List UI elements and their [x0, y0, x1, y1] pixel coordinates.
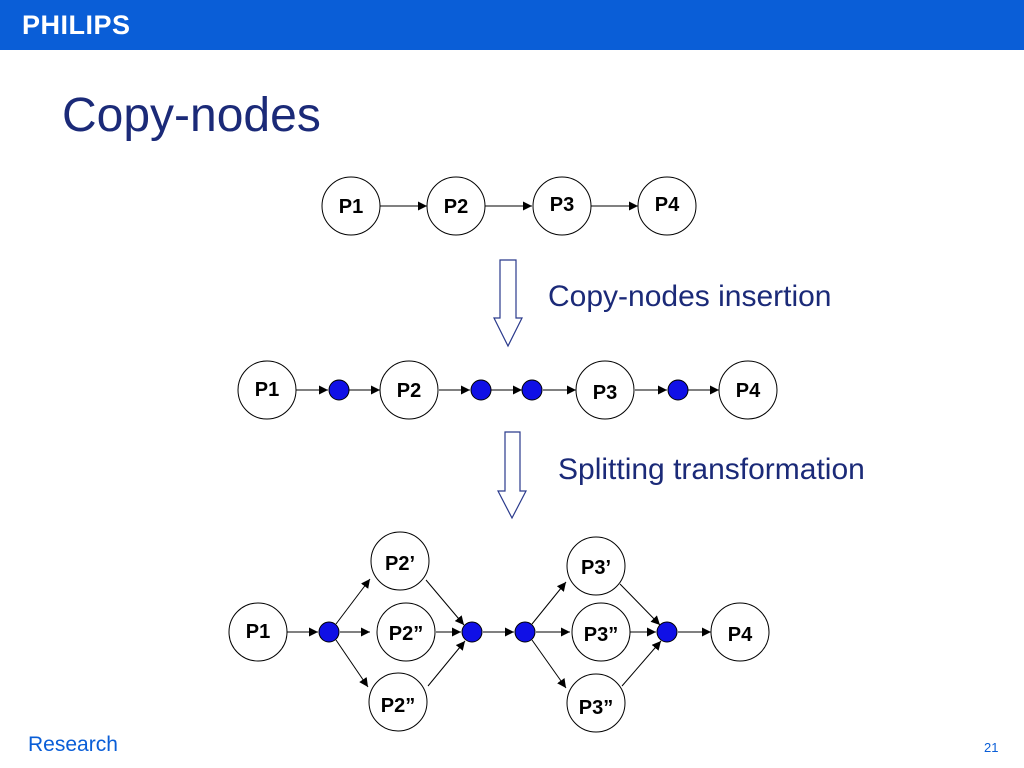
- node-p3: P3: [575, 360, 635, 420]
- node-p2: P2: [379, 360, 439, 420]
- footer-research-label: Research: [28, 733, 118, 756]
- edge: [425, 579, 465, 626]
- stage-2-graph: P1 P2 P3 P4: [237, 360, 778, 420]
- node-p1: P1: [228, 602, 288, 662]
- node-label: P3: [593, 382, 617, 404]
- edge: [335, 639, 369, 688]
- copy-node: [667, 379, 689, 401]
- node-p1: P1: [321, 176, 381, 236]
- node-p3-prime: P3’: [566, 536, 626, 596]
- node-label: P3”: [579, 697, 613, 719]
- node-label: P1: [246, 621, 270, 643]
- edge: [531, 581, 567, 625]
- node-p3: P3: [532, 176, 592, 236]
- node-label: P2: [397, 380, 421, 402]
- copy-node: [470, 379, 492, 401]
- node-label: P3: [550, 194, 574, 216]
- node-p2: P2: [426, 176, 486, 236]
- down-arrow-icon: [493, 259, 523, 348]
- node-label: P4: [736, 380, 761, 402]
- node-label: P2’: [385, 553, 415, 575]
- slide-title: Copy-nodes: [62, 89, 321, 142]
- philips-logo: PHILIPS: [22, 10, 131, 40]
- node-p4: P4: [637, 176, 697, 236]
- step-2-label: Splitting transformation: [558, 453, 865, 486]
- header-bar: PHILIPS: [0, 0, 1024, 50]
- node-p3-double-prime-2: P3”: [566, 673, 626, 733]
- node-p4: P4: [710, 602, 770, 662]
- edge: [531, 639, 567, 689]
- node-p3-double-prime: P3”: [571, 602, 631, 662]
- step-1-label: Copy-nodes insertion: [548, 280, 832, 313]
- copy-node: [328, 379, 350, 401]
- node-p2-prime: P2’: [370, 531, 430, 591]
- copy-node: [318, 621, 340, 643]
- node-p4: P4: [718, 360, 778, 420]
- copy-node: [514, 621, 536, 643]
- node-p2-double-prime: P2”: [376, 602, 436, 662]
- node-label: P2”: [389, 623, 423, 645]
- edge: [621, 640, 662, 687]
- node-label: P3’: [581, 557, 611, 579]
- node-label: P1: [339, 196, 363, 218]
- node-label: P4: [728, 624, 753, 646]
- node-label: P3”: [584, 624, 618, 646]
- copy-node: [461, 621, 483, 643]
- edge: [427, 640, 466, 687]
- node-label: P4: [655, 194, 680, 216]
- stage-3-graph: P1 P2’ P2” P2” P3’ P3: [228, 531, 770, 733]
- node-p1: P1: [237, 360, 297, 420]
- edge: [619, 583, 661, 626]
- node-label: P2”: [381, 695, 415, 717]
- copy-node: [656, 621, 678, 643]
- step-arrow-1: Copy-nodes insertion: [493, 259, 832, 348]
- down-arrow-icon: [497, 431, 527, 520]
- edge: [335, 578, 371, 625]
- step-arrow-2: Splitting transformation: [497, 431, 865, 520]
- node-label: P1: [255, 379, 279, 401]
- node-label: P2: [444, 196, 468, 218]
- page-number: 21: [984, 740, 999, 755]
- copy-node: [521, 379, 543, 401]
- stage-1-graph: P1 P2 P3 P4: [321, 176, 697, 236]
- node-p2-double-prime-2: P2”: [368, 672, 428, 732]
